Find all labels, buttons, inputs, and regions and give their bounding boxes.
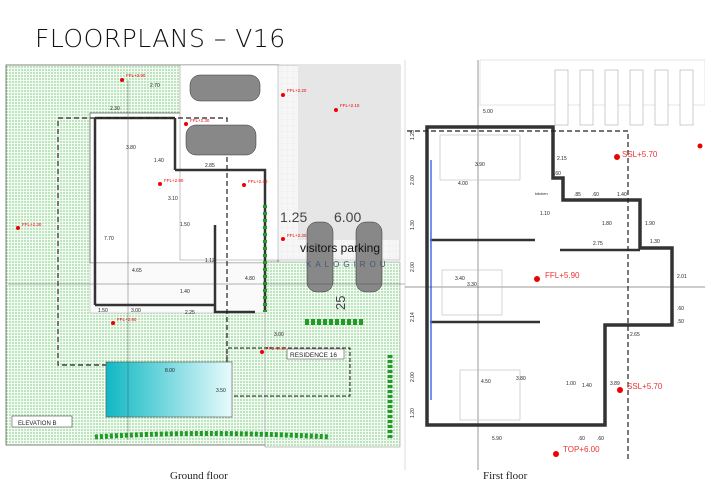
- svg-text:.60: .60: [578, 436, 585, 442]
- svg-text:4.50: 4.50: [481, 379, 491, 385]
- watermark: KALOGIROU: [306, 260, 390, 269]
- svg-text:.85: .85: [574, 192, 581, 198]
- svg-text:FFL+2.30: FFL+2.30: [190, 118, 210, 123]
- svg-text:3.40: 3.40: [455, 276, 465, 282]
- svg-text:3.30: 3.30: [467, 282, 477, 288]
- svg-text:2.01: 2.01: [677, 274, 687, 280]
- svg-text:5.00: 5.00: [483, 109, 493, 115]
- svg-text:2.70: 2.70: [150, 83, 160, 89]
- svg-text:2.15: 2.15: [557, 156, 567, 162]
- svg-text:2.75: 2.75: [593, 241, 603, 247]
- svg-text:FFL+2.40: FFL+2.40: [248, 179, 268, 184]
- svg-text:4.00: 4.00: [458, 181, 468, 187]
- svg-text:FFL+2.90: FFL+2.90: [117, 317, 137, 322]
- first-floor-walls: [425, 125, 674, 427]
- svg-text:1.50: 1.50: [180, 222, 190, 228]
- ground-level-markers: FFL+2.90 FFL+2.20 FFL+2.10 FFL+2.30 FFL+…: [16, 73, 360, 354]
- svg-text:1.80: 1.80: [602, 221, 612, 227]
- svg-text:.60: .60: [592, 192, 599, 198]
- page-title: FLOORPLANS – V16: [35, 24, 286, 53]
- svg-text:4.80: 4.80: [245, 276, 255, 282]
- residence-label: RESIDENCE 16: [290, 352, 337, 359]
- big-dim-1: 1.25: [280, 209, 307, 225]
- svg-text:.60: .60: [597, 436, 604, 442]
- svg-text:FFL+2.30: FFL+2.30: [287, 233, 307, 238]
- svg-text:2.00: 2.00: [410, 262, 416, 272]
- svg-text:2.00: 2.00: [410, 175, 416, 185]
- svg-text:FFL+2.10: FFL+2.10: [340, 103, 360, 108]
- svg-text:.50: .50: [677, 319, 684, 325]
- first-floor-caption: First floor: [483, 470, 528, 482]
- svg-text:SSL+5.70: SSL+5.70: [627, 382, 663, 391]
- svg-text:2.14: 2.14: [410, 312, 416, 322]
- svg-text:FFL+2.90: FFL+2.90: [126, 73, 146, 78]
- svg-text:FFL+5.90: FFL+5.90: [545, 271, 580, 280]
- pool: [105, 361, 233, 418]
- svg-text:.60: .60: [677, 306, 684, 312]
- elevation-label: ELEVATION B: [18, 421, 56, 427]
- car-icon: [185, 74, 383, 293]
- svg-text:1.00: 1.00: [566, 381, 576, 387]
- first-level-markers: SSL+5.70 FFL+5.90 SSL+5.70 TOP+6.00: [534, 143, 703, 457]
- big-dim-2: 6.00: [334, 209, 361, 225]
- svg-text:3.50: 3.50: [216, 388, 226, 394]
- svg-text:SSL+5.70: SSL+5.70: [622, 150, 658, 159]
- svg-text:1.40: 1.40: [154, 158, 164, 164]
- big-dim-3: 25: [333, 296, 348, 310]
- first-inner-dimensions: 3.90 4.00 2.15 .60 .85 .60 1.40 1.10 1.8…: [455, 156, 687, 389]
- ground-floor-caption: Ground floor: [170, 470, 228, 482]
- svg-text:1.25: 1.25: [410, 130, 416, 140]
- svg-text:3.90: 3.90: [475, 162, 485, 168]
- visitors-parking-zone: [298, 65, 400, 240]
- svg-text:3.89: 3.89: [610, 381, 620, 387]
- svg-text:1.10: 1.10: [540, 211, 550, 217]
- svg-text:FFL+2.30: FFL+2.30: [22, 222, 42, 227]
- svg-text:3.80: 3.80: [516, 376, 526, 382]
- svg-text:2.00: 2.00: [410, 372, 416, 382]
- svg-text:2.30: 2.30: [110, 106, 120, 112]
- svg-text:7.70: 7.70: [104, 236, 114, 242]
- svg-text:1.90: 1.90: [645, 221, 655, 227]
- svg-text:FFL+2.20: FFL+2.20: [287, 88, 307, 93]
- svg-text:1.30: 1.30: [650, 239, 660, 245]
- svg-text:3.00: 3.00: [131, 308, 141, 314]
- ground-floor-plan: 1.25 6.00 25 visitors parking KALOGIROU …: [5, 64, 405, 448]
- first-floor-plan: 5.00 1.25 2.00 1.30 2.00 2.14 2.00 1.20 …: [404, 59, 705, 470]
- svg-text:3.00: 3.00: [274, 332, 284, 338]
- svg-text:TOP+6.00: TOP+6.00: [563, 445, 600, 454]
- first-left-dimensions: 1.25 2.00 1.30 2.00 2.14 2.00 1.20: [410, 130, 416, 418]
- svg-text:3.80: 3.80: [126, 145, 136, 151]
- svg-text:2.85: 2.85: [205, 163, 215, 169]
- svg-text:4.65: 4.65: [132, 268, 142, 274]
- svg-text:5.90: 5.90: [492, 436, 502, 442]
- svg-text:1.20: 1.20: [410, 408, 416, 418]
- svg-text:1.12: 1.12: [205, 258, 215, 264]
- svg-text:FFL+2.90: FFL+2.90: [164, 178, 184, 183]
- svg-text:.60: .60: [554, 171, 561, 177]
- svg-text:2.65: 2.65: [630, 332, 640, 338]
- svg-text:1.50: 1.50: [98, 308, 108, 314]
- ground-dimensions: 2.70 2.30 3.80 1.40 2.85 1.50 3.10 7.70 …: [98, 83, 284, 394]
- svg-text:1.30: 1.30: [410, 220, 416, 230]
- svg-text:1.40: 1.40: [617, 192, 627, 198]
- svg-text:1.40: 1.40: [582, 383, 592, 389]
- svg-text:8.00: 8.00: [165, 368, 175, 374]
- svg-text:2.25: 2.25: [185, 310, 195, 316]
- kitchen-label: kitchen: [535, 191, 548, 196]
- svg-text:3.10: 3.10: [168, 196, 178, 202]
- svg-text:FFL+2.40: FFL+2.40: [266, 346, 286, 351]
- svg-text:1.40: 1.40: [180, 289, 190, 295]
- visitors-parking-label: visitors parking: [300, 241, 380, 255]
